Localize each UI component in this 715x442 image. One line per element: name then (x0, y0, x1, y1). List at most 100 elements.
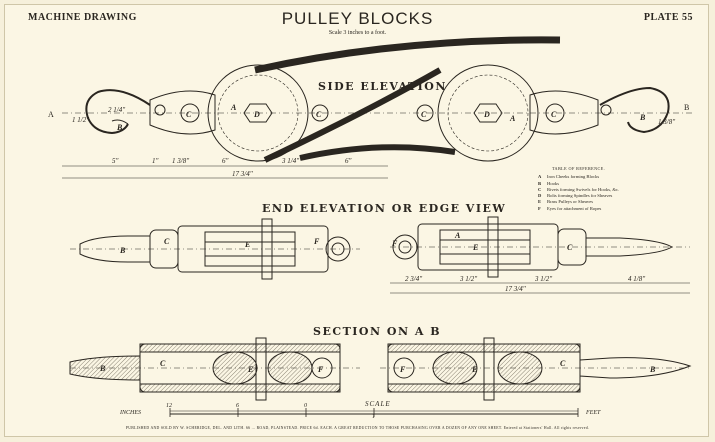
scale-tick-label: 6 (236, 403, 239, 409)
part-letter-c: C (421, 110, 427, 119)
part-letter-c: C (186, 110, 192, 119)
right-hook-section (579, 357, 692, 379)
left-sheave-section (212, 351, 258, 385)
right-block-cheek (437, 64, 539, 162)
dim-label: 5" (112, 157, 119, 165)
left-hook-rivet (154, 104, 166, 116)
dim-label: 17 3/4" (232, 170, 253, 178)
right-spindle-edge (487, 216, 499, 278)
left-sheave-edge (204, 231, 296, 267)
right-sheave-edge (439, 229, 531, 265)
left-swivel-rivet (180, 103, 200, 123)
right-spindle-nut (473, 103, 503, 123)
rope-cross (263, 67, 442, 163)
part-letter-a: A (509, 114, 516, 123)
left-cheek-bottom-section (139, 383, 341, 393)
right-sheave-section (432, 351, 478, 385)
section-mark-a: A (48, 110, 54, 119)
left-block-cheek (207, 64, 309, 162)
dim-label: 17 3/4" (505, 285, 526, 293)
side-elevation: A B 5" 1" 1 3/8" 6" 3 1/4" 6" (48, 36, 692, 179)
left-eye-hole (331, 242, 345, 256)
left-eye-edge (325, 236, 351, 262)
dim-label: 3 1/4" (281, 157, 299, 165)
part-letter-f: F (313, 237, 320, 246)
header-left-title: MACHINE DRAWING (28, 12, 137, 23)
part-letter-d: D (483, 110, 490, 119)
left-eye-section (311, 357, 333, 379)
part-letter-b: B (99, 364, 106, 373)
page-title: PULLEY BLOCKS (281, 9, 434, 28)
left-spindle-nut (243, 103, 273, 123)
left-hook (85, 89, 151, 135)
part-letter-c: C (560, 359, 566, 368)
left-spindle-edge (261, 218, 273, 280)
left-cheek-top-section (139, 343, 341, 353)
dim-label: 4 1/8" (628, 275, 645, 283)
dim-label: 3 1/2" (459, 275, 477, 283)
scale-note: Scale 3 inches to a foot. (328, 30, 387, 36)
part-letter-c: C (164, 237, 170, 246)
part-letter-e: E (472, 243, 478, 252)
right-eye (416, 104, 434, 122)
part-letter-b: B (639, 113, 646, 122)
left-sheave-outline (217, 74, 299, 152)
publisher-footer: PUBLISHED AND SOLD BY W. SCHERIDGE, DEL.… (125, 426, 590, 430)
part-letter-c: C (567, 243, 573, 252)
right-strap (529, 90, 599, 135)
scale-tick-label: 0 (304, 403, 307, 409)
right-sheave-outline (447, 74, 529, 152)
scale-label: SCALE (365, 400, 391, 408)
scale-bar: INCHES SCALE FEET 12 6 0 1 (119, 400, 601, 420)
section-mark-b: B (684, 103, 689, 112)
rope-bottom-twist (299, 144, 456, 161)
plate-number: PLATE 55 (643, 12, 693, 23)
right-eye-section (393, 357, 415, 379)
part-letter-f: F (317, 365, 324, 374)
part-letter-b: B (119, 246, 126, 255)
dim-label: 6" (345, 157, 352, 165)
dim-label: 1 3/8" (658, 118, 675, 126)
left-block-edge (177, 225, 329, 273)
right-sheave-section (497, 351, 543, 385)
right-hook-edge (585, 237, 673, 257)
rope-top-twist (254, 36, 561, 73)
part-letter-d: D (253, 110, 260, 119)
left-hook-tip (111, 119, 129, 125)
dim-label: 1 3/8" (172, 157, 189, 165)
right-hook-rivet (600, 104, 612, 116)
right-hook (599, 86, 670, 134)
right-eye-hole (398, 240, 412, 254)
right-eye-edge (392, 234, 418, 260)
dim-label: 1" (152, 157, 159, 165)
part-letter-c: C (316, 110, 322, 119)
dim-label: 2 3/4" (405, 275, 422, 283)
left-strap (149, 90, 216, 135)
part-letter-a: A (230, 103, 237, 112)
part-letter-e: E (247, 365, 253, 374)
right-swivel-rivet (545, 103, 565, 123)
scale-tick-label: 1 (372, 414, 375, 420)
section-label: SECTION ON A B (313, 325, 442, 338)
section-view: B C E F F E C B (69, 337, 692, 401)
dim-label: 1 1/2" (72, 116, 89, 124)
scale-feet-label: FEET (585, 410, 601, 416)
part-letter-e: E (244, 240, 250, 249)
part-letter-a: A (454, 231, 461, 240)
right-spindle-section (483, 337, 495, 401)
scale-tick-label: 12 (166, 403, 172, 409)
left-sheave-section (267, 351, 313, 385)
end-elevation: 2 3/4" 3 1/2" 3 1/2" 4 1/8" 17 3/4" B C … (70, 216, 690, 294)
part-letter-f: F (399, 365, 406, 374)
left-eye (311, 104, 329, 122)
part-letter-e: E (471, 365, 477, 374)
scale-inches-label: INCHES (119, 410, 141, 416)
part-letter-f: F (391, 239, 398, 248)
part-letter-b: B (649, 365, 656, 374)
